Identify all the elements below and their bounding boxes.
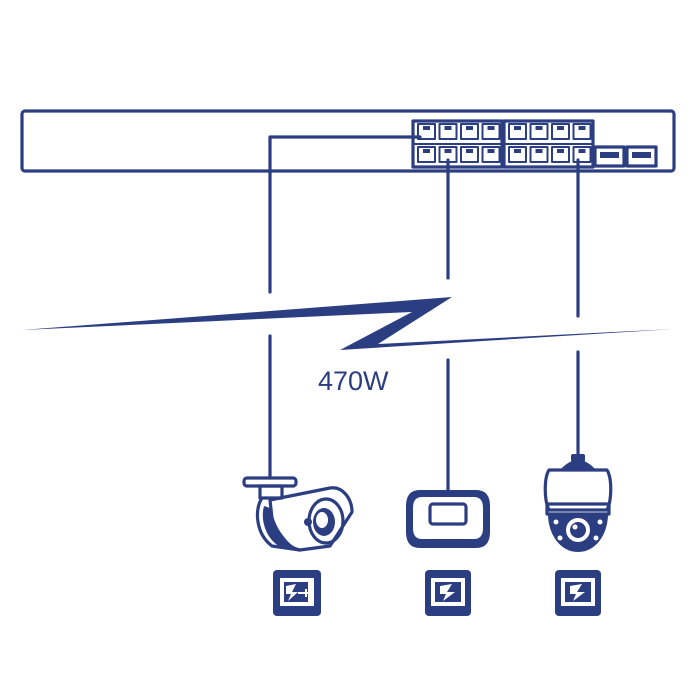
ethernet-port-panel-left xyxy=(411,119,504,169)
rj45-port xyxy=(572,123,592,140)
poe-icon xyxy=(555,570,601,616)
rj45-port xyxy=(572,146,592,163)
sfp-ports xyxy=(593,145,658,168)
lightning-bolt-icon xyxy=(22,297,674,350)
rj45-port xyxy=(481,123,501,140)
rj45-port xyxy=(417,146,436,163)
rj45-port xyxy=(529,123,549,140)
bullet-camera-icon xyxy=(242,476,354,552)
rj45-port xyxy=(460,146,479,163)
rj45-ports xyxy=(417,123,592,163)
rj45-port xyxy=(481,146,501,163)
poe-icon xyxy=(425,570,471,616)
poe-plus-icon xyxy=(273,570,321,616)
rj45-port xyxy=(529,146,549,163)
ptz-dome-camera-icon xyxy=(543,454,613,552)
access-point-icon xyxy=(406,490,490,548)
sfp-port xyxy=(625,145,658,168)
rj45-port xyxy=(551,123,570,140)
ethernet-port-panel-right xyxy=(502,119,595,169)
rj45-port xyxy=(417,123,436,140)
rj45-port xyxy=(508,146,527,163)
rj45-port xyxy=(460,123,479,140)
cable-to-bullet-camera xyxy=(268,135,422,294)
switch-chassis xyxy=(20,109,676,173)
ethernet-cables xyxy=(268,135,580,492)
power-budget-label: 470W xyxy=(318,366,389,396)
rj45-port xyxy=(508,123,527,140)
rj45-port xyxy=(551,146,570,163)
network-switch xyxy=(20,109,676,173)
rj45-port xyxy=(438,123,458,140)
sfp-port xyxy=(593,145,626,168)
